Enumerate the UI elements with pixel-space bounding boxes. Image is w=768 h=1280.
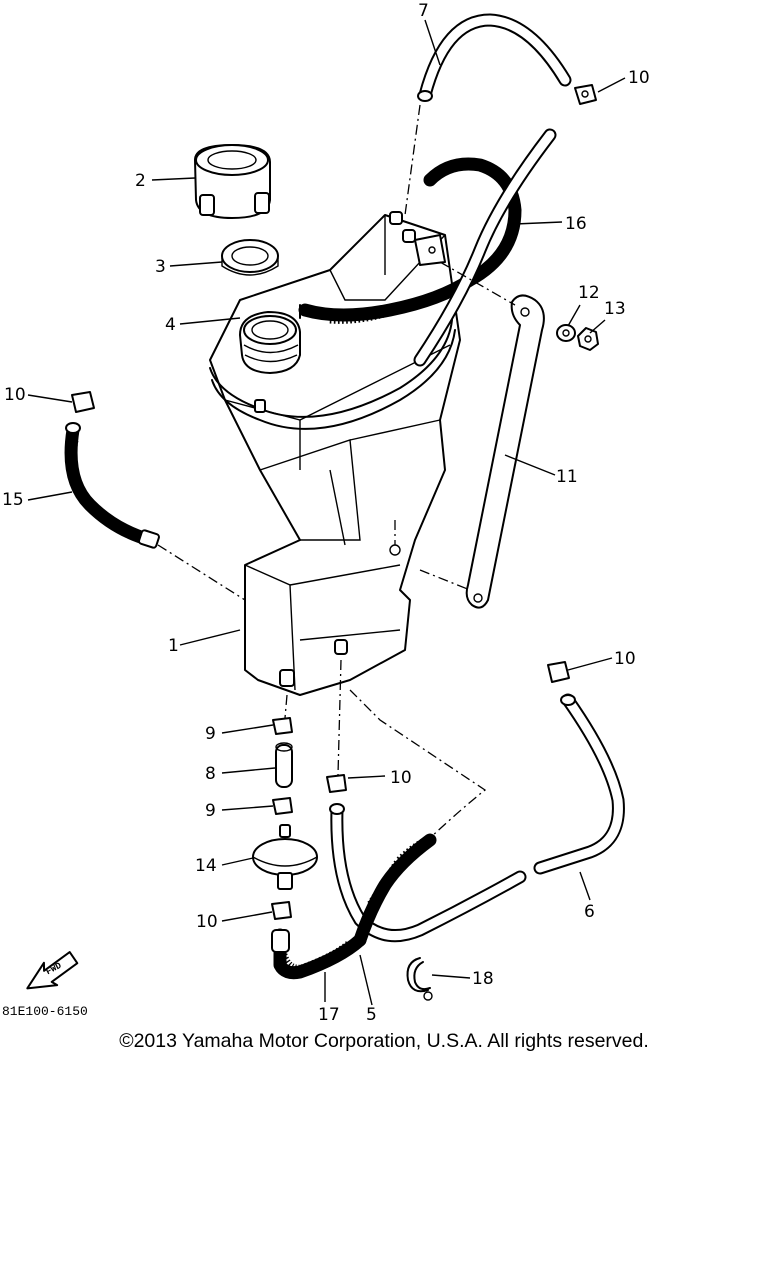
callout-6: 6 <box>584 902 595 922</box>
assembly-lines <box>157 104 516 839</box>
hose-6 <box>533 693 625 875</box>
callout-7: 5 <box>366 1005 377 1020</box>
callout-16: 17 <box>318 1005 340 1020</box>
parts-diagram: 7 2 3 4 10 16 12 13 11 10 15 1 10 9 8 10… <box>2 1 650 1020</box>
callout-11: 11 <box>556 467 578 487</box>
clamp-10-middle <box>326 774 347 793</box>
washer-12 <box>556 324 576 342</box>
callout-9-upper: 9 <box>205 724 216 744</box>
callouts: 7 2 3 4 10 16 12 13 11 10 15 1 10 9 8 10… <box>2 1 650 1020</box>
hose-15 <box>64 422 160 549</box>
callout-17: 16 <box>565 214 587 234</box>
fwd-arrow-icon: FWD <box>26 951 79 990</box>
callout-18: 18 <box>472 969 494 989</box>
pipe-8 <box>275 742 293 788</box>
drawing-code: 81E100-6150 <box>2 1004 88 1019</box>
clamp-10-top <box>574 84 597 105</box>
callout-10-left: 10 <box>4 385 26 405</box>
clamp-9-upper <box>272 717 293 735</box>
hose-7 <box>329 803 527 947</box>
nut-13 <box>577 327 599 351</box>
leader-lines <box>27 19 626 1006</box>
hose-16 <box>271 928 367 980</box>
callout-1: 1 <box>168 636 179 656</box>
clamp-10-left <box>71 391 95 413</box>
pump-14 <box>252 824 318 890</box>
clamp-10-bottom <box>271 901 292 920</box>
copyright-notice: ©2013 Yamaha Motor Corporation, U.S.A. A… <box>119 1030 649 1052</box>
hose-17 <box>298 128 557 367</box>
callout-5: 7 <box>418 1 429 21</box>
callout-10-top: 10 <box>628 68 650 88</box>
callout-12: 12 <box>578 283 600 303</box>
callout-4: 4 <box>165 315 176 335</box>
callout-9-lower: 9 <box>205 801 216 821</box>
stay-11 <box>465 294 545 609</box>
tank-cap <box>194 144 271 219</box>
callout-3: 3 <box>155 257 166 277</box>
clamp-10-right <box>547 661 570 683</box>
oil-tank <box>209 211 461 696</box>
clamp-9-lower <box>272 797 293 815</box>
callout-15: 15 <box>2 490 24 510</box>
callout-10-middle: 10 <box>390 768 412 788</box>
hose-5 <box>417 13 572 102</box>
callout-2: 2 <box>135 171 146 191</box>
callout-13: 13 <box>604 299 626 319</box>
callout-8: 8 <box>205 764 216 784</box>
callout-14: 14 <box>195 856 217 876</box>
cap-gasket <box>221 239 279 276</box>
callout-10-right: 10 <box>614 649 636 669</box>
callout-10-bottom: 10 <box>196 912 218 932</box>
clip-18 <box>406 957 433 1001</box>
